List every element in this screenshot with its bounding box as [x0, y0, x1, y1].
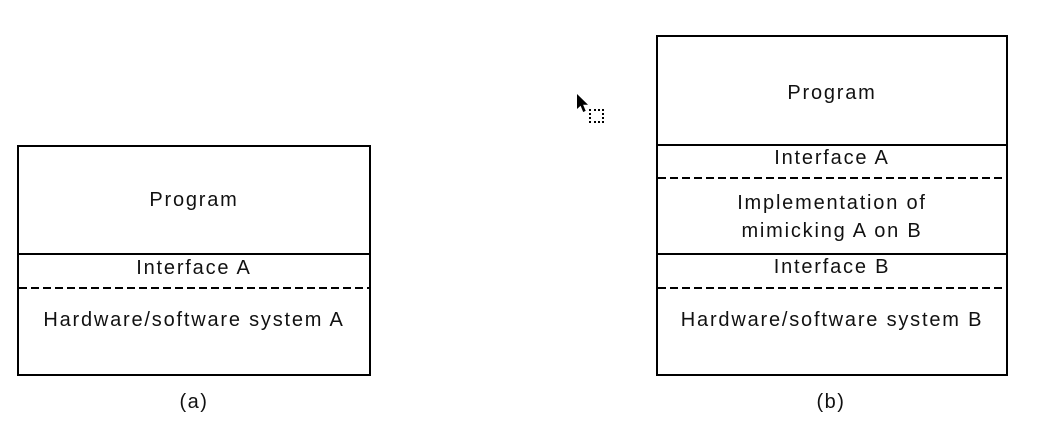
implementation-line-2: mimicking A on B: [741, 220, 923, 242]
divider-dashed-a: [19, 287, 369, 289]
arrow-pointer-icon: [577, 94, 588, 112]
layer-diagram-a: Program Interface A Hardware/software sy…: [17, 145, 371, 376]
drag-selection-box-icon: [589, 109, 604, 123]
layer-label-implementation: Implementation of mimicking A on B: [658, 189, 1006, 245]
caption-a: (a): [179, 391, 209, 413]
divider-solid-b2: [658, 253, 1006, 255]
divider-solid-a: [19, 253, 369, 255]
layer-label-system-b: Hardware/software system B: [680, 309, 984, 331]
layer-label-interface-a: Interface A: [136, 257, 252, 279]
divider-dashed-b2: [658, 287, 1006, 289]
divider-solid-b1: [658, 144, 1006, 146]
layer-label-program-a: Program: [149, 189, 239, 211]
implementation-line-1: Implementation of: [737, 192, 927, 214]
mouse-cursor: [576, 94, 606, 126]
layer-label-program-b: Program: [787, 82, 877, 104]
caption-b: (b): [816, 391, 846, 413]
layer-label-system-a: Hardware/software system A: [43, 309, 345, 331]
layer-diagram-b: Program Interface A Implementation of mi…: [656, 35, 1008, 376]
layer-label-interface-b: Interface B: [773, 256, 891, 278]
divider-dashed-b1: [658, 177, 1006, 179]
layer-label-interface-a-b: Interface A: [774, 147, 890, 169]
